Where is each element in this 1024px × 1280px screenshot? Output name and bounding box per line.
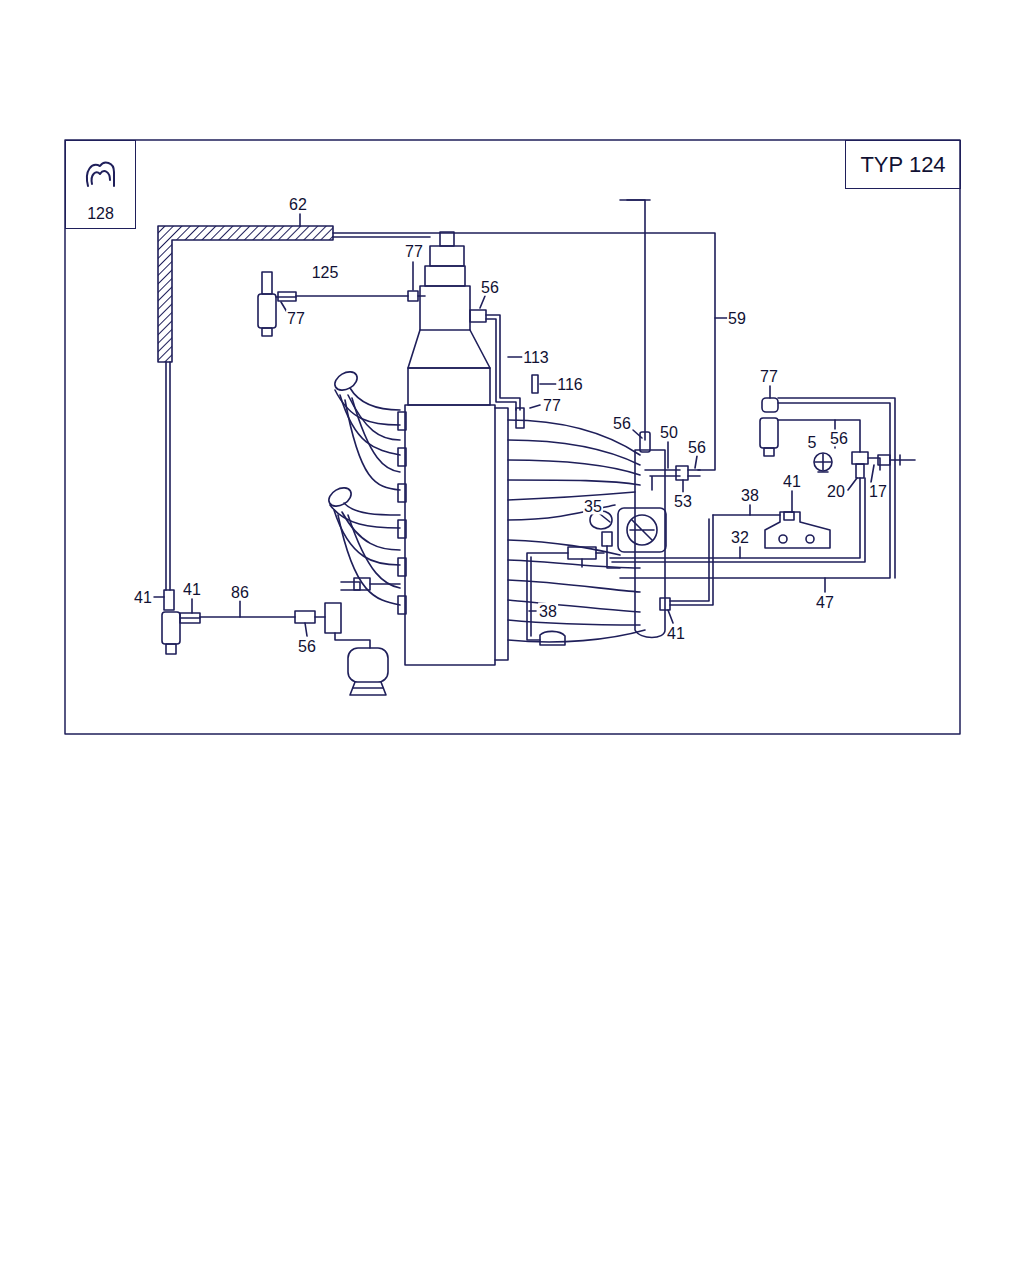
callout-number: 56 [612, 415, 632, 432]
callout-number: 125 [311, 264, 340, 281]
model-type: TYP 124 [860, 152, 945, 178]
callout-number: 53 [673, 493, 693, 510]
icon-box: 128 [65, 140, 136, 229]
callout-number: 56 [297, 638, 317, 655]
callout-number: 17 [868, 483, 888, 500]
callout-number: 41 [182, 581, 202, 598]
callout-number: 38 [538, 603, 558, 620]
callout-number: 113 [522, 349, 550, 366]
callout-number: 56 [687, 439, 707, 456]
callout-number: 56 [829, 430, 849, 447]
callout-number: 41 [133, 589, 153, 606]
callout-number: 47 [815, 594, 835, 611]
callout-number: 32 [730, 529, 750, 546]
part-number: 128 [87, 204, 114, 224]
callout-number: 50 [659, 424, 679, 441]
callout-number: 41 [782, 473, 802, 490]
callout-number: 86 [230, 584, 250, 601]
callout-number: 35 [583, 498, 603, 515]
callout-number: 116 [556, 376, 584, 393]
callout-number: 20 [826, 483, 846, 500]
callout-number: 5 [807, 434, 818, 451]
callout-number: 77 [286, 310, 306, 327]
callout-number: 38 [740, 487, 760, 504]
callout-number: 56 [480, 279, 500, 296]
type-box: TYP 124 [845, 140, 961, 189]
callout-number: 41 [666, 625, 686, 642]
callout-number: 77 [759, 368, 779, 385]
callout-number: 62 [288, 196, 308, 213]
callout-number: 77 [404, 243, 424, 260]
callout-number: 59 [727, 310, 747, 327]
callout-number: 77 [542, 397, 562, 414]
